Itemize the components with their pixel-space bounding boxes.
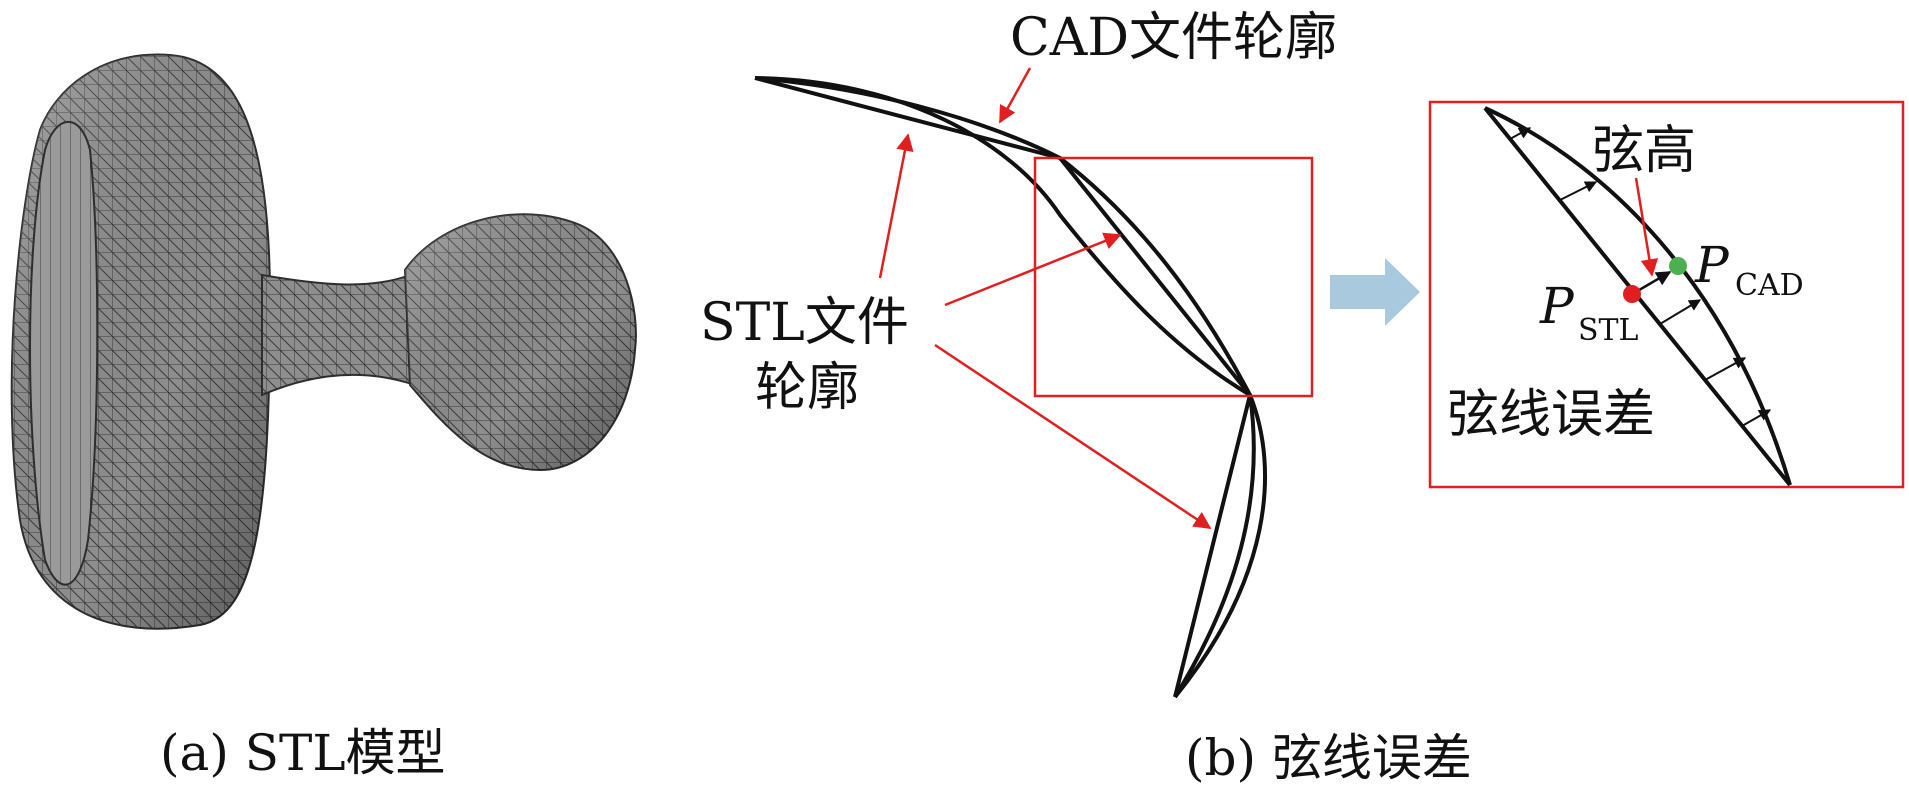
chord-height-label-arrow: [1634, 177, 1659, 277]
zoom-flow-arrow: [1330, 258, 1420, 326]
stl-mesh-model: [10, 53, 637, 630]
p-cad-point: [1669, 257, 1687, 275]
panel-a-caption: (a) STL模型: [160, 724, 446, 782]
stl-contour-label-line2: 轮廓: [755, 358, 859, 418]
cad-contour-label: CAD文件轮廓: [1010, 8, 1337, 68]
stl-arrow-3: [934, 343, 1212, 530]
p-stl-letter: P: [1539, 277, 1575, 335]
error-arrow: [1509, 127, 1532, 140]
cad-label-arrow: [998, 67, 1032, 124]
p-cad-subscript: CAD: [1735, 268, 1804, 303]
error-arrow: [1559, 181, 1598, 201]
stl-contour-label-line1: STL文件: [700, 293, 909, 353]
cad-contour: [754, 76, 1268, 699]
p-cad-letter: P: [1694, 236, 1730, 294]
chord-height-label: 弦高: [1592, 121, 1696, 181]
zoom-view-box: [1428, 100, 1905, 489]
p-stl-point: [1623, 285, 1641, 303]
stl-arrow-1: [878, 133, 914, 279]
p-stl-subscript: STL: [1578, 313, 1639, 348]
cad-contour-segment: [754, 76, 1256, 699]
panel-b-caption: (b) 弦线误差: [1185, 729, 1472, 787]
error-arrow: [1704, 357, 1747, 381]
chord-height-arrow: [1633, 270, 1672, 295]
stl-contour: [754, 76, 1252, 698]
zoom-region-box: [1033, 156, 1314, 398]
chord-error-label: 弦线误差: [1447, 385, 1655, 445]
error-arrow: [1741, 409, 1772, 427]
error-arrow: [1659, 299, 1702, 325]
stl-arrow-2: [944, 232, 1122, 307]
